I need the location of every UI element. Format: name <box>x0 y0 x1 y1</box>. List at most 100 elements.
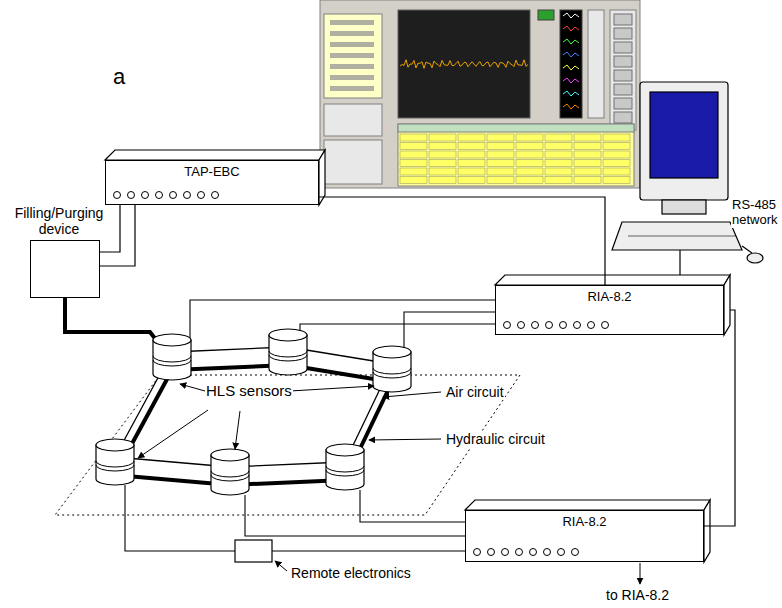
cable <box>100 205 135 266</box>
mini-trace <box>563 39 579 44</box>
table-cell <box>400 168 427 175</box>
connector-port <box>156 192 163 199</box>
connector-port <box>602 322 609 329</box>
connector-port <box>588 322 595 329</box>
table-cell <box>574 143 601 150</box>
cable <box>704 310 735 526</box>
table-cell <box>574 134 601 141</box>
box-top-face <box>465 500 710 510</box>
table-cell <box>545 151 572 158</box>
table-cell <box>545 143 572 150</box>
filling-purging-device: Filling/Purging device <box>30 240 100 298</box>
cylinder-top <box>373 346 411 358</box>
table-cell <box>458 160 485 167</box>
continuation-note: to RIA-8.2 <box>605 587 670 603</box>
unit-label: TAP-EBC <box>106 161 318 179</box>
remote-electronics-box <box>235 540 272 562</box>
menu-item <box>330 31 374 36</box>
menu-item <box>330 75 374 80</box>
cylinder-top <box>153 334 191 346</box>
connector-port <box>170 192 177 199</box>
sensor-callout: HLS sensors <box>205 382 293 399</box>
menu-item <box>330 42 374 47</box>
mini-trace <box>563 91 579 96</box>
menu-item <box>330 53 374 58</box>
connector-port <box>560 322 567 329</box>
tool-button <box>614 14 632 25</box>
table-cell <box>516 151 543 158</box>
circuit-callout: Air circuit <box>445 384 505 400</box>
connector-port <box>488 549 495 556</box>
mini-trace <box>563 78 579 83</box>
table-cell <box>545 134 572 141</box>
table-cell <box>458 151 485 158</box>
menu-item <box>330 20 374 25</box>
connector-port <box>546 322 553 329</box>
table-cell <box>429 160 456 167</box>
connector-port <box>518 322 525 329</box>
table-cell <box>487 134 514 141</box>
tool-button <box>614 112 632 123</box>
box-top-face <box>495 275 730 285</box>
connector-port <box>572 549 579 556</box>
table-cell <box>487 143 514 150</box>
table-cell <box>545 160 572 167</box>
connector-port <box>558 549 565 556</box>
figure-letter: a <box>112 64 126 89</box>
connector-port <box>504 322 511 329</box>
table-cell <box>429 134 456 141</box>
tool-button <box>614 84 632 95</box>
cylinder-band <box>211 471 249 477</box>
cylinder-top <box>269 329 307 341</box>
cylinder-band <box>373 372 411 378</box>
table-cell <box>429 151 456 158</box>
connector-port <box>198 192 205 199</box>
cylinder-band <box>326 470 364 476</box>
plot-trace <box>400 60 528 69</box>
table-cell <box>574 160 601 167</box>
cylinder-top <box>96 439 134 451</box>
software-screenshot <box>320 0 640 188</box>
ria-unit: RIA-8.2 <box>495 285 724 335</box>
table-cell <box>516 177 543 184</box>
connector-port <box>184 192 191 199</box>
table-cell <box>487 151 514 158</box>
cylinder-band <box>153 360 191 366</box>
mini-trace <box>563 65 579 70</box>
table-cell <box>487 177 514 184</box>
device-label: Filling/Purging device <box>9 205 109 237</box>
mini-trace <box>563 26 579 31</box>
connector-port <box>142 192 149 199</box>
table-cell <box>487 160 514 167</box>
connector-port <box>128 192 135 199</box>
unit-label: RIA-8.2 <box>496 286 723 304</box>
box-side-face <box>724 275 730 335</box>
connector-port <box>516 549 523 556</box>
table-cell <box>516 168 543 175</box>
table-cell <box>574 168 601 175</box>
table-cell <box>429 177 456 184</box>
table-cell <box>400 177 427 184</box>
tool-button <box>614 98 632 109</box>
table-cell <box>458 177 485 184</box>
table-cell <box>574 177 601 184</box>
table-cell <box>516 134 543 141</box>
cylinder-band <box>373 368 411 374</box>
cylinder-band <box>211 475 249 481</box>
table-cell <box>545 168 572 175</box>
table-cell <box>603 151 630 158</box>
connector-port <box>114 192 121 199</box>
ria-unit: RIA-8.2 <box>465 510 704 562</box>
connector-port <box>574 322 581 329</box>
table-cell <box>545 177 572 184</box>
cylinder-band <box>269 355 307 361</box>
tap-ebc-unit: TAP-EBC <box>105 160 319 205</box>
cylinder-top <box>326 444 364 456</box>
hls-sensors <box>96 329 411 495</box>
cylinder-band <box>96 465 134 471</box>
table-cell <box>603 143 630 150</box>
table-cell <box>458 168 485 175</box>
connector-port <box>474 549 481 556</box>
menu-item <box>330 86 374 91</box>
table-cell <box>487 168 514 175</box>
